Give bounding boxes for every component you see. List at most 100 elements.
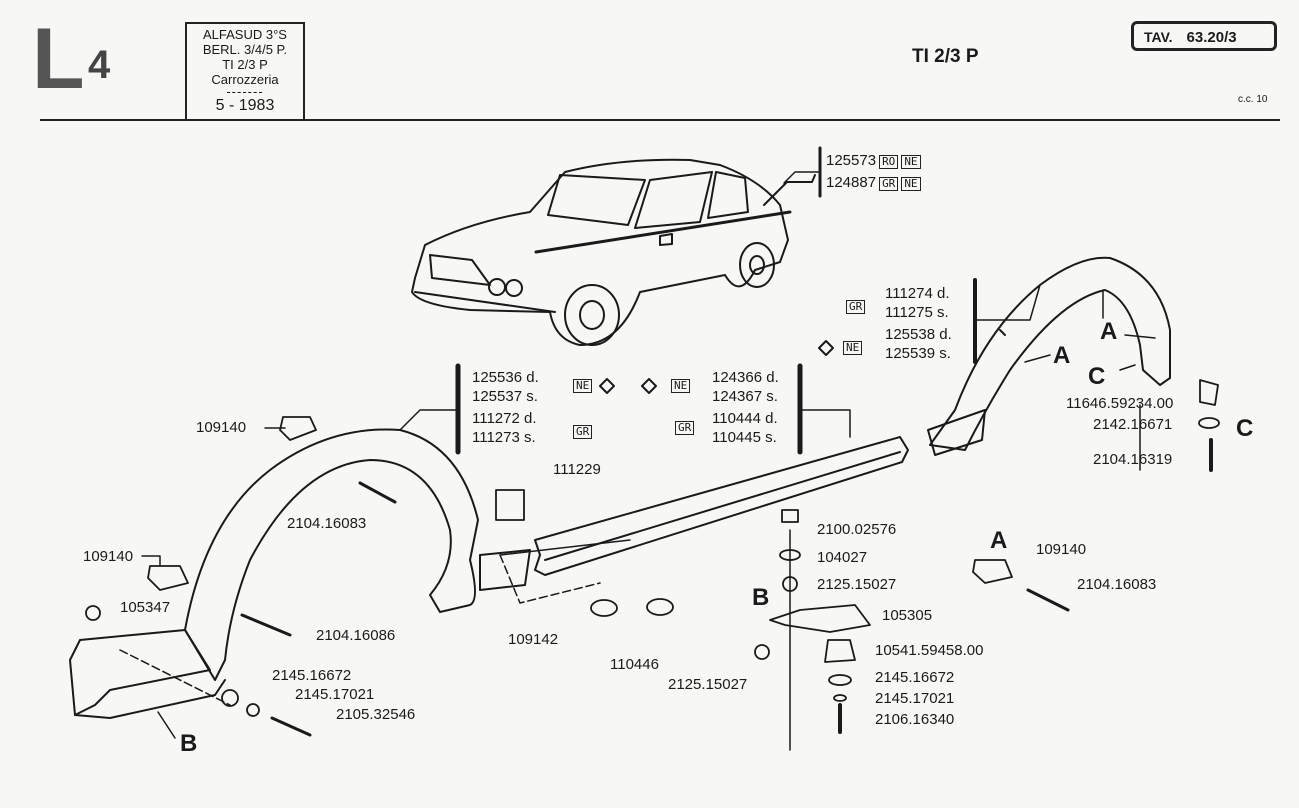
bolt-icon — [781, 509, 799, 523]
color-tag: GR — [879, 177, 899, 191]
callout-washer: 2145.17021 — [295, 686, 375, 703]
letter-a: A — [1053, 342, 1071, 369]
side-sill — [479, 436, 909, 591]
callout-nut-clip: 11646.59234.00 — [1066, 395, 1174, 412]
section-number: 4 — [88, 43, 111, 87]
part-number: 125537 s. — [472, 388, 538, 405]
part-number: 125538 d. — [885, 326, 952, 343]
part-number: 125536 d. — [472, 369, 539, 386]
nut-icon — [782, 576, 798, 592]
model-infobox: ALFASUD 3°S BERL. 3/4/5 P. TI 2/3 P Carr… — [185, 22, 305, 119]
callout-washer: 2145.17021 — [875, 690, 955, 707]
screw-icon — [1026, 588, 1070, 612]
cc-reference: c.c. 10 — [1238, 94, 1268, 105]
gr-tag: GR — [675, 421, 695, 435]
part-number: 124366 d. — [712, 369, 779, 386]
clip-icon — [590, 599, 618, 617]
part-number: 111274 d. — [885, 285, 950, 302]
separator: ------- — [226, 84, 264, 99]
model-variants: BERL. 3/4/5 P. — [202, 42, 288, 57]
letter-a: A — [1100, 318, 1118, 345]
washer-icon — [1198, 417, 1220, 429]
callout-screw: 2104.16083 — [287, 515, 367, 532]
callout-screw: 2104.16086 — [316, 627, 396, 644]
screw-icon — [240, 613, 292, 637]
gr-tag: GR — [846, 300, 866, 314]
part-number: 124367 s. — [712, 388, 778, 405]
callout-clip: 109140 — [196, 419, 247, 436]
callout-washer: 2145.16672 — [272, 667, 352, 684]
front-wheel-arch — [69, 428, 479, 719]
screw-icon — [270, 716, 312, 737]
part-number: 111273 s. — [472, 429, 536, 446]
clip-icon — [646, 598, 674, 616]
washer-icon — [828, 674, 852, 686]
nut-clip-icon — [824, 639, 856, 663]
letter-b: B — [180, 730, 198, 757]
ne-tag: NE — [573, 379, 593, 393]
part-number: 111272 d. — [472, 410, 537, 427]
part-number: 110444 d. — [712, 410, 778, 427]
callout-retainer: 111229 — [553, 461, 601, 478]
table-label: TAV. — [1144, 29, 1173, 45]
leader-lines — [119, 146, 1141, 751]
header-rule — [40, 119, 1280, 121]
callout-clip: 109140 — [1036, 541, 1087, 558]
part-number: 125539 s. — [885, 345, 951, 362]
plug-icon — [85, 605, 101, 621]
callout-washer: 2145.16672 — [875, 669, 955, 686]
ne-tag: NE — [671, 379, 691, 393]
retainer-icon — [495, 489, 525, 521]
callout-screw: 2104.16319 — [1093, 451, 1173, 468]
color-tag: NE — [901, 177, 921, 191]
model-group: Carrozzeria — [211, 72, 279, 87]
table-number-box: TAV. 63.20/3 — [1131, 21, 1277, 51]
color-tag: RO — [879, 155, 899, 169]
letter-a: A — [990, 527, 1008, 554]
part-number: 111275 s. — [885, 304, 949, 321]
callout-nut-clip: 10541.59458.00 — [875, 642, 984, 659]
callout-clip: 109142 — [508, 631, 559, 648]
letter-c: C — [1236, 415, 1254, 442]
clip-icon — [279, 416, 317, 441]
letter-c: C — [1088, 363, 1106, 390]
model-name: ALFASUD 3°S — [203, 27, 287, 42]
callout-plug: 105347 — [120, 599, 171, 616]
clip-icon — [972, 559, 1013, 584]
callout-nut: 2125.15027 — [817, 576, 897, 593]
washer-icon — [779, 549, 801, 561]
rear-wheel-arch — [927, 256, 1171, 456]
callout-bolt: 2100.02576 — [817, 521, 897, 538]
part-number: 124887 — [826, 174, 877, 191]
callout-clip: 109140 — [83, 548, 134, 565]
part-number: 125573 — [826, 152, 877, 169]
section-letter: L — [32, 11, 85, 107]
washer-icon — [833, 694, 847, 702]
nut-icon — [754, 644, 770, 660]
bracket-icon — [769, 604, 871, 633]
nut-clip-icon — [1199, 379, 1219, 406]
callout-clip: 110446 — [610, 656, 659, 673]
arrows — [157, 289, 1156, 739]
washer-icon — [221, 689, 239, 707]
letter-b: B — [752, 584, 770, 611]
table-number: 63.20/3 — [1186, 29, 1237, 46]
callout-nut: 2125.15027 — [668, 676, 748, 693]
callout-screw: 2106.16340 — [875, 711, 955, 728]
color-tag: NE — [901, 155, 921, 169]
edition-date: 5 - 1983 — [215, 97, 275, 114]
fasteners — [85, 379, 1220, 737]
page-subtitle: TI 2/3 P — [912, 46, 979, 67]
callout-screw: 2104.16083 — [1077, 576, 1157, 593]
gr-tag: GR — [573, 425, 593, 439]
car-illustration — [411, 158, 816, 346]
screw-icon — [358, 481, 397, 504]
callout-bracket: 105305 — [882, 607, 933, 624]
callout-washer: 2142.16671 — [1093, 416, 1173, 433]
model-trim: TI 2/3 P — [222, 57, 268, 72]
clip-icon — [147, 565, 189, 591]
washer-icon — [246, 703, 260, 717]
